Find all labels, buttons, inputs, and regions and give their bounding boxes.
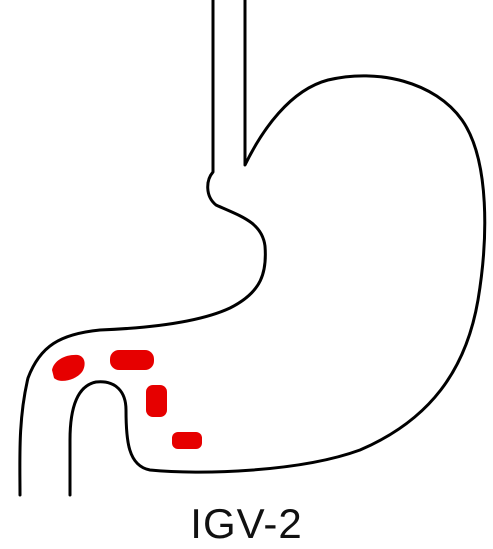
varix-3 [146,385,167,417]
esophagus-left-wall-lesser-curvature [20,0,266,495]
esophagus-right-wall-greater-curvature [70,0,485,495]
varix-2 [110,350,154,370]
stomach-outline [20,0,485,495]
varix-4 [172,432,202,449]
varix-1 [52,355,85,381]
diagram-caption: IGV-2 [0,500,493,548]
